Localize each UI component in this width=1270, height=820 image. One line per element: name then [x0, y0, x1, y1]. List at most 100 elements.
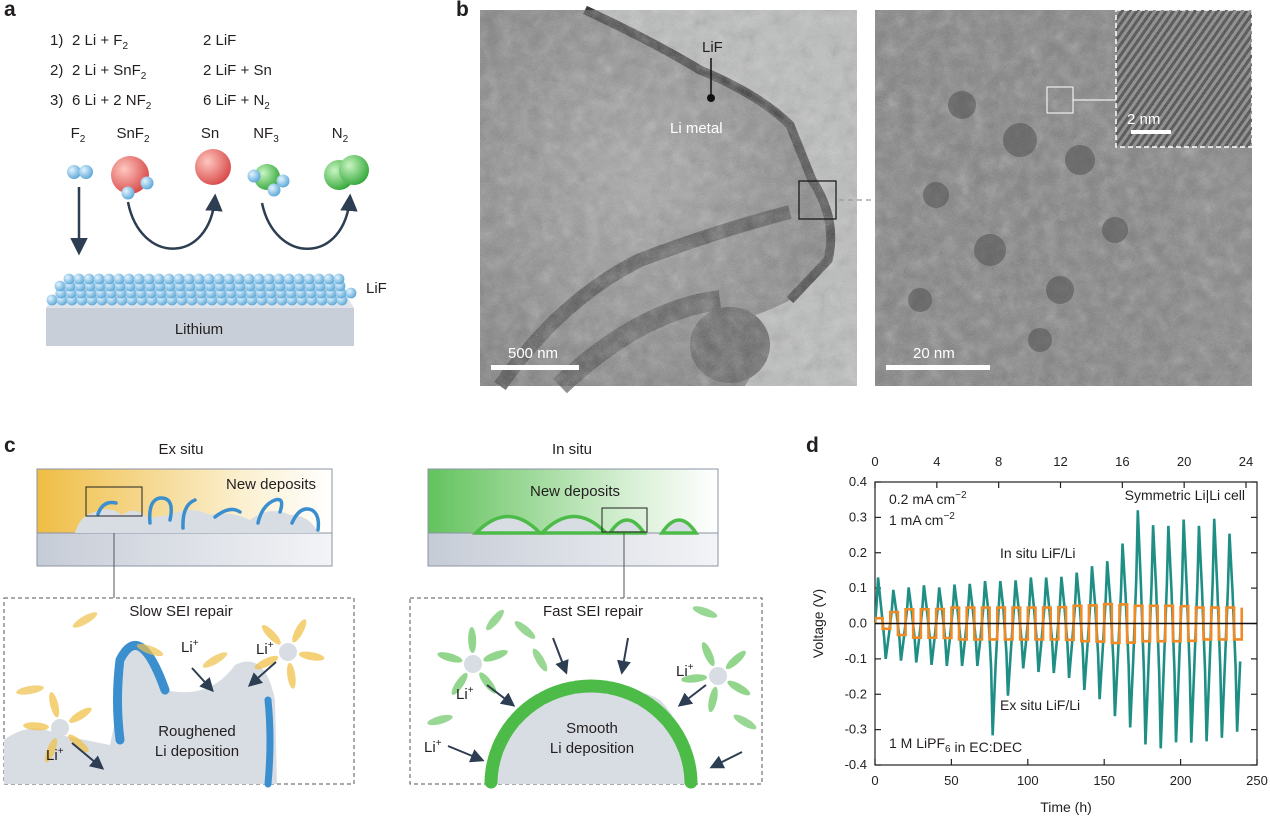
- snf2-molecule: [111, 156, 154, 200]
- ex-situ-zoom: Slow SEI repair Roughened Li deposition …: [3, 597, 355, 788]
- reaction-2-products: 2 LiF + Sn: [203, 62, 272, 79]
- x-tick-label: 250: [1246, 773, 1268, 788]
- x-axis-label: Time (h): [1040, 799, 1092, 815]
- panel-a: a 1) 2 Li + F2 2 LiF 2) 2 Li + SnF2 2 LiF + S…: [4, 0, 387, 346]
- species-label-2: SnF2: [116, 125, 150, 145]
- lithium-substrate: [46, 308, 354, 346]
- y-tick-label: 0.1: [849, 580, 867, 595]
- y-axis-label: Voltage (V): [810, 589, 826, 658]
- tem-lif-label: LiF: [702, 39, 723, 56]
- slow-sei-repair-label: Slow SEI repair: [129, 603, 232, 620]
- top-tick-label: 16: [1115, 454, 1129, 469]
- snf2-to-sn-arrow: [126, 193, 223, 250]
- li-ion-cluster-in: [427, 606, 757, 730]
- y-tick-label: 0.2: [849, 545, 867, 560]
- reaction-3-products: 6 LiF + N2: [203, 92, 270, 112]
- li-ion-label-in-2: Li+: [676, 662, 694, 680]
- top-tick-label: 12: [1053, 454, 1067, 469]
- smooth-line-2: Li deposition: [550, 740, 634, 757]
- top-tick-label: 0: [871, 454, 878, 469]
- species-labels: F2 SnF2 Sn NF3 N2: [71, 125, 349, 145]
- y-tick-label: 0.3: [849, 509, 867, 524]
- roughened-line-2: Li deposition: [155, 743, 239, 760]
- reaction-3-reactants: 6 Li + 2 NF2: [72, 92, 152, 112]
- nf3-to-n2-arrow: [260, 193, 358, 250]
- reaction-1-number: 1): [50, 32, 63, 49]
- species-label-1: F2: [71, 125, 86, 145]
- annotation-electrolyte: 1 M LiPF6 in EC:DEC: [889, 735, 1022, 755]
- li-ion-label-in-3: Li+: [424, 738, 442, 756]
- x-tick-label: 0: [871, 773, 878, 788]
- y-tick-label: -0.2: [845, 686, 867, 701]
- y-tick-label: -0.1: [845, 651, 867, 666]
- sn-atom: [195, 149, 231, 185]
- top-tick-label: 8: [995, 454, 1002, 469]
- panel-label-b: b: [456, 0, 469, 21]
- in-situ-schematic: New deposits: [427, 468, 719, 598]
- reaction-list: 1) 2 Li + F2 2 LiF 2) 2 Li + SnF2 2 LiF + Sn 3…: [50, 32, 272, 112]
- series-in-situ-line: [875, 602, 1244, 645]
- in-situ-new-deposits: New deposits: [530, 483, 620, 500]
- scale-bar-20nm: [886, 365, 990, 370]
- y-tick-label: 0.0: [849, 616, 867, 631]
- li-ion-label-ex-1: Li+: [181, 638, 199, 656]
- annotation-current-2: 1 mA cm−2: [889, 511, 955, 528]
- roughened-line-1: Roughened: [158, 723, 236, 740]
- li-ion-label-ex-3: Li+: [46, 746, 64, 764]
- top-tick-label: 24: [1239, 454, 1253, 469]
- scale-label-500nm: 500 nm: [508, 345, 558, 362]
- x-tick-label: 100: [1017, 773, 1039, 788]
- lif-layer-label: LiF: [366, 280, 387, 297]
- n2-molecule: [324, 155, 369, 190]
- fast-sei-repair-label: Fast SEI repair: [543, 603, 643, 620]
- sei-green-segments: [484, 679, 698, 789]
- ex-situ-schematic: New deposits: [36, 468, 333, 598]
- li-ion-cluster-ex: [16, 612, 325, 763]
- ex-situ-title: Ex situ: [158, 441, 203, 458]
- species-label-3: Sn: [201, 125, 219, 142]
- annotation-cell: Symmetric Li|Li cell: [1125, 487, 1245, 503]
- nf3-molecule: [247, 164, 290, 197]
- reaction-1-products: 2 LiF: [203, 32, 236, 49]
- reaction-1-reactants: 2 Li + F2: [72, 32, 128, 52]
- annotation-current-1: 0.2 mA cm−2: [889, 490, 967, 507]
- panel-label-a: a: [4, 0, 16, 21]
- species-label-4: NF3: [253, 125, 279, 145]
- reaction-3-number: 3): [50, 92, 63, 109]
- smooth-line-1: Smooth: [566, 720, 618, 737]
- species-label-5: N2: [332, 125, 349, 145]
- scale-label-2nm: 2 nm: [1127, 111, 1160, 128]
- annotation-ex-situ: Ex situ LiF/Li: [1000, 697, 1080, 713]
- top-tick-label: 4: [933, 454, 940, 469]
- panel-b: b LiF Li metal 500 nm: [456, 0, 1253, 394]
- x-tick-label: 150: [1093, 773, 1115, 788]
- annotation-in-situ: In situ LiF/Li: [1000, 545, 1075, 561]
- scale-bar-500nm: [491, 365, 579, 370]
- lif-layer: [46, 273, 357, 306]
- reaction-2-number: 2): [50, 62, 63, 79]
- lithium-label: Lithium: [175, 321, 223, 338]
- ex-situ-new-deposits: New deposits: [226, 476, 316, 493]
- top-tick-label: 20: [1177, 454, 1191, 469]
- panel-label-d: d: [806, 434, 819, 457]
- li-ion-label-ex-2: Li+: [256, 640, 274, 658]
- x-tick-label: 50: [944, 773, 958, 788]
- scale-label-20nm: 20 nm: [913, 345, 955, 362]
- y-tick-label: -0.4: [845, 757, 867, 772]
- tem-li-metal-label: Li metal: [670, 120, 723, 137]
- reaction-2-reactants: 2 Li + SnF2: [72, 62, 147, 82]
- tem-image-low-mag: LiF Li metal 500 nm: [480, 5, 875, 394]
- f2-molecule: [67, 165, 93, 179]
- zoom-box: [798, 180, 837, 220]
- x-tick-label: 200: [1170, 773, 1192, 788]
- panel-c: c Ex situ New deposits Slow SEI repair R…: [3, 434, 763, 789]
- tem-image-high-mag: 2 nm 20 nm: [875, 9, 1253, 386]
- panel-label-c: c: [4, 434, 16, 457]
- y-tick-label: 0.4: [849, 474, 867, 489]
- in-situ-zoom: Fast SEI repair Smooth Li deposition Li+…: [409, 597, 763, 789]
- scale-bar-2nm: [1131, 130, 1171, 134]
- li-ion-label-in-1: Li+: [456, 685, 474, 703]
